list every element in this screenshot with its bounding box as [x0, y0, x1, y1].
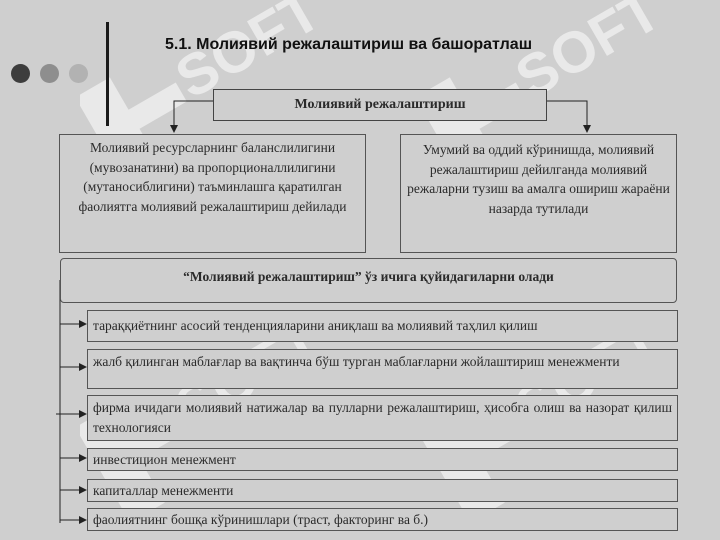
slide-title: 5.1. Молиявий режалаштириш ва башоратлаш	[165, 36, 533, 53]
list-item: капиталлар менежменти	[87, 479, 678, 502]
list-item: фаолиятнинг бошқа кўринишлари (траст, фа…	[87, 508, 678, 531]
left-definition-box: Молиявий ресурсларнинг балансли­лигини (…	[59, 134, 366, 253]
dot-light	[69, 64, 88, 83]
list-item: фирма ичидаги молиявий натижалар ва пулл…	[87, 395, 678, 441]
includes-banner: “Молиявий режалаштириш” ўз ичига қуйидаг…	[60, 258, 677, 303]
right-definition-box: Умумий ва оддий кўринишда, молиявий режа…	[400, 134, 677, 253]
list-item: жалб қилинган маблағлар ва вақтинча бўш …	[87, 349, 678, 389]
dot-mid	[40, 64, 59, 83]
header-box: Молиявий режалаштириш	[213, 89, 547, 121]
list-item: инвестицион менежмент	[87, 448, 678, 471]
list-item: тараққиётнинг асосий тенденцияларини ани…	[87, 310, 678, 342]
dot-dark	[11, 64, 30, 83]
title-divider	[106, 22, 109, 126]
decorative-dots	[11, 64, 88, 83]
